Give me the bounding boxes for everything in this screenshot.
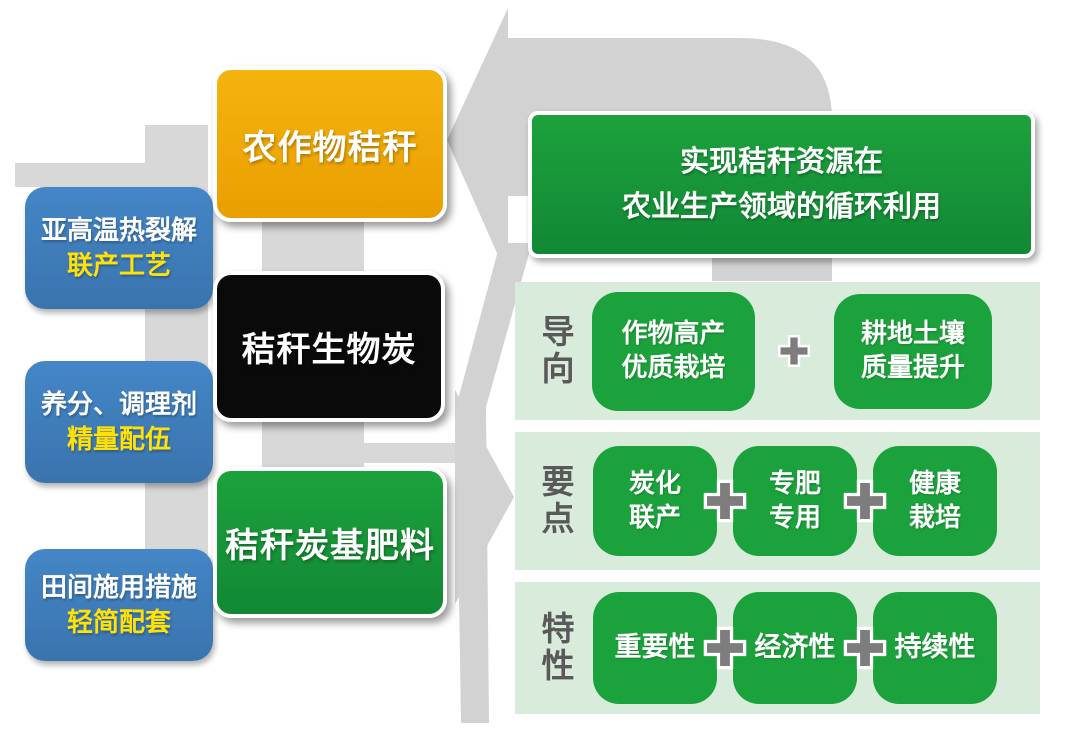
plus-icon <box>841 624 889 672</box>
goal-line1: 实现秸秆资源在 <box>679 145 883 178</box>
note-nutrient: 养分、调理剂 精量配伍 <box>25 361 213 483</box>
note-field-application-line2: 轻简配套 <box>66 607 171 637</box>
item-sustainability: 持续性 <box>873 592 997 704</box>
left-flow-band-top <box>15 163 150 187</box>
item-importance: 重要性 <box>593 592 717 704</box>
stage-biochar-fertilizer-label: 秸秆炭基肥料 <box>225 527 435 565</box>
note-field-application: 田间施用措施 轻简配套 <box>25 549 213 661</box>
note-field-application-line1: 田间施用措施 <box>40 571 197 602</box>
item-carbonization: 炭化 联产 <box>593 446 717 556</box>
row-characteristics: 特性 重要性 经济性 持续性 <box>515 582 1040 714</box>
note-nutrient-line1: 养分、调理剂 <box>40 388 197 419</box>
item-high-yield-cultivation: 作物高产 优质栽培 <box>592 291 755 411</box>
plus-icon <box>841 477 889 525</box>
item-soil-quality-line2: 质量提升 <box>860 352 965 382</box>
item-high-yield-line2: 优质栽培 <box>621 352 726 382</box>
note-pyrolysis-line2: 联产工艺 <box>66 250 171 280</box>
item-special-fertilizer: 专肥 专用 <box>733 446 857 556</box>
to-panel-arrowhead <box>455 390 514 604</box>
item-soil-quality: 耕地土壤 质量提升 <box>834 293 992 409</box>
item-importance-line1: 重要性 <box>614 632 696 663</box>
note-nutrient-line2: 精量配伍 <box>66 424 171 454</box>
note-pyrolysis-line1: 亚高温热裂解 <box>40 214 197 245</box>
item-special-fertilizer-line1: 专肥 <box>768 468 821 499</box>
stage-straw-biochar: 秸秆生物炭 <box>213 271 445 422</box>
stage-biochar-fertilizer: 秸秆炭基肥料 <box>213 467 447 618</box>
stage-crop-straw-label: 农作物秸秆 <box>242 128 418 167</box>
stage-straw-biochar-label: 秸秆生物炭 <box>241 331 417 369</box>
goal-box: 实现秸秆资源在 农业生产领域的循环利用 <box>528 111 1035 258</box>
row-characteristics-label: 特性 <box>537 611 574 685</box>
item-sustainability-line1: 持续性 <box>894 632 976 663</box>
plus-icon <box>701 477 749 525</box>
item-economy-line1: 经济性 <box>754 632 836 663</box>
row-key-points: 要点 炭化 联产 专肥 专用 健康 栽培 <box>515 432 1040 570</box>
goal-line2: 农业生产领域的循环利用 <box>621 190 941 223</box>
item-carbonization-line1: 炭化 <box>628 468 681 499</box>
item-healthy-cultivation-line2: 栽培 <box>908 502 961 532</box>
row-orientation-label: 导向 <box>537 314 574 388</box>
item-healthy-cultivation-line1: 健康 <box>908 468 961 499</box>
item-high-yield-line1: 作物高产 <box>621 318 726 349</box>
connector-band <box>350 443 462 463</box>
plus-icon <box>701 624 749 672</box>
item-economy: 经济性 <box>733 592 857 704</box>
to-panel-ribbon <box>456 243 532 723</box>
plus-icon <box>776 333 812 369</box>
item-healthy-cultivation: 健康 栽培 <box>873 446 997 556</box>
item-soil-quality-line1: 耕地土壤 <box>860 318 965 349</box>
stage-crop-straw: 农作物秸秆 <box>213 66 447 222</box>
row-orientation: 导向 作物高产 优质栽培 耕地土壤 质量提升 <box>515 282 1040 420</box>
row-key-points-label: 要点 <box>537 464 574 538</box>
item-carbonization-line2: 联产 <box>628 502 681 532</box>
item-special-fertilizer-line2: 专用 <box>768 502 821 532</box>
note-pyrolysis: 亚高温热裂解 联产工艺 <box>25 187 213 309</box>
